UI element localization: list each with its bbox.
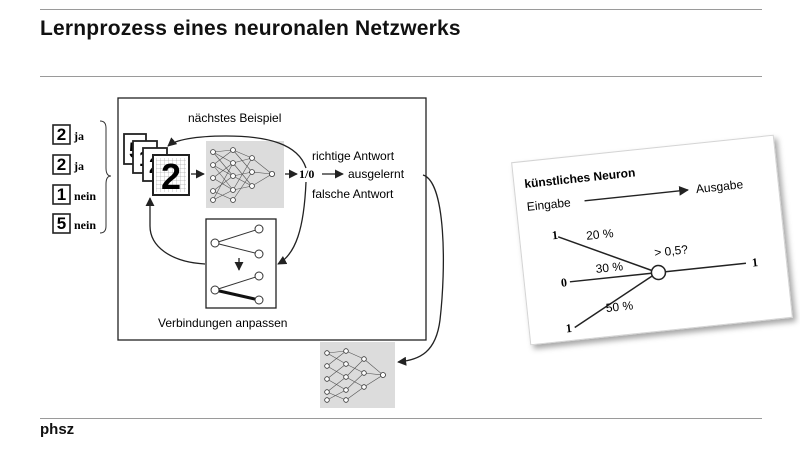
input-value: 0 — [560, 275, 567, 290]
weight-label: 30 % — [595, 259, 624, 276]
example-item: 1 nein — [52, 184, 96, 205]
neuron-output-value: 1 — [751, 255, 758, 270]
neural-network-image — [206, 141, 284, 208]
learned-label: ausgelernt — [348, 167, 405, 181]
example-label: nein — [74, 218, 96, 232]
footer-label: phsz — [40, 421, 75, 438]
example-digit: 2 — [57, 155, 66, 174]
neuron-title: künstliches Neuron — [524, 165, 636, 191]
neuron-output-label: Ausgabe — [695, 177, 744, 196]
example-digit: 2 — [57, 125, 66, 144]
top-rule — [40, 9, 762, 10]
adjust-back-arrow — [145, 197, 206, 265]
example-digit: 5 — [57, 214, 66, 233]
neuron-node — [650, 264, 667, 281]
examples-brace — [99, 120, 112, 234]
example-item: 5 nein — [52, 213, 96, 234]
example-label: ja — [73, 129, 84, 143]
example-item: 2 ja — [52, 154, 84, 175]
input-value: 1 — [551, 228, 558, 243]
example-label: nein — [74, 189, 96, 203]
next-example-arrow — [167, 135, 307, 169]
slide-title: Lernprozess eines neuronalen Netzwerks — [40, 17, 461, 40]
front-card-digit: 2 — [161, 156, 181, 197]
examples-list: 2 ja 2 ja 1 nein 5 nein — [52, 120, 112, 234]
neuron-input-label: Eingabe — [526, 195, 572, 214]
weight-label: 50 % — [605, 298, 634, 315]
learning-frame — [117, 97, 427, 341]
artificial-neuron-card: künstliches Neuron Eingabe Ausgabe 1 0 1… — [511, 134, 793, 346]
weight-label: 20 % — [585, 226, 614, 243]
wrong-answer-label: falsche Antwort — [312, 187, 394, 201]
input-value: 1 — [565, 321, 572, 336]
direction-arrow — [584, 186, 689, 202]
adjust-connections-box — [205, 218, 277, 309]
footer-rule — [40, 418, 762, 419]
learned-output-arrow — [397, 174, 444, 366]
neuron-diagram: künstliches Neuron Eingabe Ausgabe 1 0 1… — [524, 165, 759, 336]
example-label: ja — [73, 159, 84, 173]
output-value: 1/0 — [299, 167, 314, 181]
next-example-label: nächstes Beispiel — [188, 111, 281, 125]
trained-network-image — [320, 342, 395, 408]
example-item: 2 ja — [52, 124, 84, 145]
threshold-label: > 0,5? — [654, 242, 689, 259]
example-digit: 1 — [57, 185, 66, 204]
adjust-connections-label: Verbindungen anpassen — [158, 316, 287, 330]
example-card-stack: 5 1 2 2 — [123, 133, 190, 197]
wrong-answer-arrow — [277, 181, 307, 265]
title-rule — [40, 76, 762, 77]
correct-answer-label: richtige Antwort — [312, 149, 395, 163]
